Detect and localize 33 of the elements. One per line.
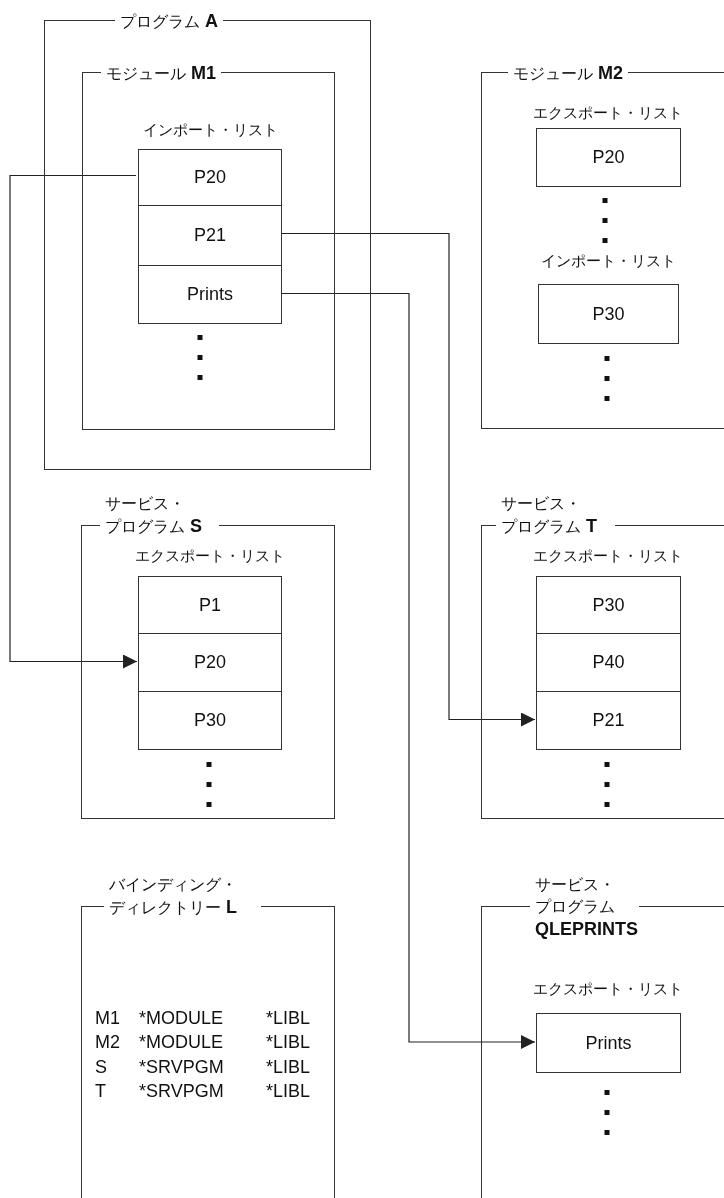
table-cell: *SRVPGM xyxy=(139,1080,224,1102)
list-entry: P30 xyxy=(538,284,679,344)
list-entry: P20 xyxy=(138,149,282,206)
list-heading: インポート・リスト xyxy=(540,251,676,271)
list-entry: Prints xyxy=(536,1013,681,1073)
list-heading: エクスポート・リスト xyxy=(135,546,285,566)
list-entry: P20 xyxy=(138,633,282,692)
list-entry: P40 xyxy=(536,633,681,692)
table-cell: *LIBL xyxy=(266,1056,311,1078)
table-cell: *MODULE xyxy=(139,1007,223,1029)
list-entry: P21 xyxy=(138,205,282,266)
table-cell: S xyxy=(95,1056,107,1078)
list-entry: Prints xyxy=(138,265,282,324)
list-heading: インポート・リスト xyxy=(142,120,278,140)
list-entry: P1 xyxy=(138,576,282,634)
table-cell: *LIBL xyxy=(266,1007,311,1029)
table-cell: *LIBL xyxy=(266,1031,311,1053)
list-heading: エクスポート・リスト xyxy=(533,103,683,123)
table-cell: T xyxy=(95,1080,106,1102)
list-entry: P30 xyxy=(536,576,681,634)
table-cell: *MODULE xyxy=(139,1031,223,1053)
frame-title: サービス・プログラム QLEPRINTS xyxy=(530,874,640,941)
frame-title: バインディング・ディレクトリー L xyxy=(104,874,262,919)
table-cell: *LIBL xyxy=(266,1080,311,1102)
table-cell: *SRVPGM xyxy=(139,1056,224,1078)
table-cell: M2 xyxy=(95,1031,120,1053)
connector-arrow xyxy=(9,174,138,669)
table-cell: M1 xyxy=(95,1007,120,1029)
list-entry: P30 xyxy=(138,691,282,750)
list-entry: P21 xyxy=(536,691,681,750)
list-heading: エクスポート・リスト xyxy=(533,546,683,566)
list-entry: P20 xyxy=(536,128,681,187)
list-heading: エクスポート・リスト xyxy=(533,979,683,999)
